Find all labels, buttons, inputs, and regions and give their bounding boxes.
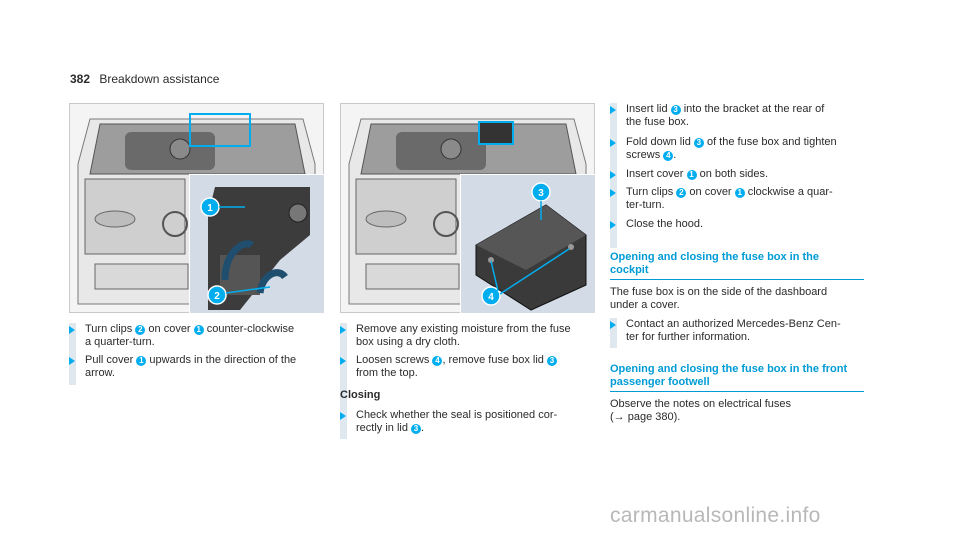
step-arrow-icon [340,357,346,365]
step-check-seal: Check whether the seal is positioned cor… [340,409,596,439]
callout-2-label: 2 [214,291,220,302]
callout-badge: 1 [193,325,204,335]
heading-fuse-box-footwell: Opening and closing the fuse box in the … [610,363,864,392]
figure-engine-bay-cover: 1 2 [69,103,325,314]
figure-fuse-box-lid: 3 4 [340,103,596,314]
page-reference-link[interactable]: (→ page 380). [610,411,681,423]
callout-4-marker [481,286,501,306]
step-arrow-icon [610,221,616,229]
step-insert-cover: Insert cover 1 on both sides. [610,168,870,181]
step-arrow-icon [610,189,616,197]
callout-4-label: 4 [488,292,494,303]
callout-badge: 3 [411,424,422,434]
section-title: Breakdown assistance [99,72,220,86]
callout-1-label: 1 [207,203,213,214]
callout-badge: 3 [693,138,704,148]
step-insert-lid: Insert lid 3 into the bracket at the rea… [610,103,870,248]
callout-badge: 1 [136,356,147,366]
step-arrow-icon [340,326,346,334]
step-fold-down-lid: Fold down lid 3 of the fuse box and tigh… [610,136,870,162]
step-close-hood: Close the hood. [610,218,870,231]
step-contact-service-center: Contact an authorized Mercedes-Benz Cen-… [610,318,870,348]
cover-detail-illustration: 1 2 [200,187,310,310]
callout-2-marker [207,285,227,305]
step-remove-moisture: Remove any existing moisture from the fu… [340,323,596,413]
callout-badge: 2 [676,188,687,198]
callout-badge: 4 [663,151,674,161]
step-turn-clips-clockwise: Turn clips 2 on cover 1 clockwise a quar… [610,186,870,212]
heading-fuse-box-cockpit: Opening and closing the fuse box in the … [610,251,864,280]
subheading-closing: Closing [340,389,381,401]
inset-fuse-cover-detail: 1 2 [189,174,325,314]
callout-badge: 1 [734,188,745,198]
callout-badge: 2 [135,325,146,335]
step-pull-cover: Pull cover 1 upwards in the direction of… [69,354,325,384]
step-turn-clips-counter-clockwise: Turn clips 2 on cover 1 counter-clockwis… [69,323,325,385]
step-arrow-icon [340,412,346,420]
step-arrow-icon [610,106,616,114]
paragraph-fuse-box-location: The fuse box is on the side of the dashb… [610,286,828,311]
watermark: carmanualsonline.info [610,504,821,527]
paragraph-electrical-fuses-note: Observe the notes on electrical fuses (→… [610,398,791,423]
callout-badge: 3 [547,356,557,366]
callout-badge: 3 [670,105,681,115]
inset-fuse-box-detail: 3 4 [460,174,596,314]
step-loosen-screws: Loosen screws 4, remove fuse box lid 3 f… [340,354,596,380]
page-number: 382 [70,72,91,86]
step-arrow-icon [610,171,616,179]
callout-badge: 1 [686,170,697,180]
callout-3-label: 3 [538,188,544,199]
page-header: 382 Breakdown assistance [70,72,219,86]
step-arrow-icon [69,357,75,365]
step-arrow-icon [610,321,616,329]
step-arrow-icon [69,326,75,334]
step-arrow-icon [610,139,616,147]
fuse-box-detail-illustration: 3 4 [475,182,587,311]
callout-badge: 4 [432,356,443,366]
